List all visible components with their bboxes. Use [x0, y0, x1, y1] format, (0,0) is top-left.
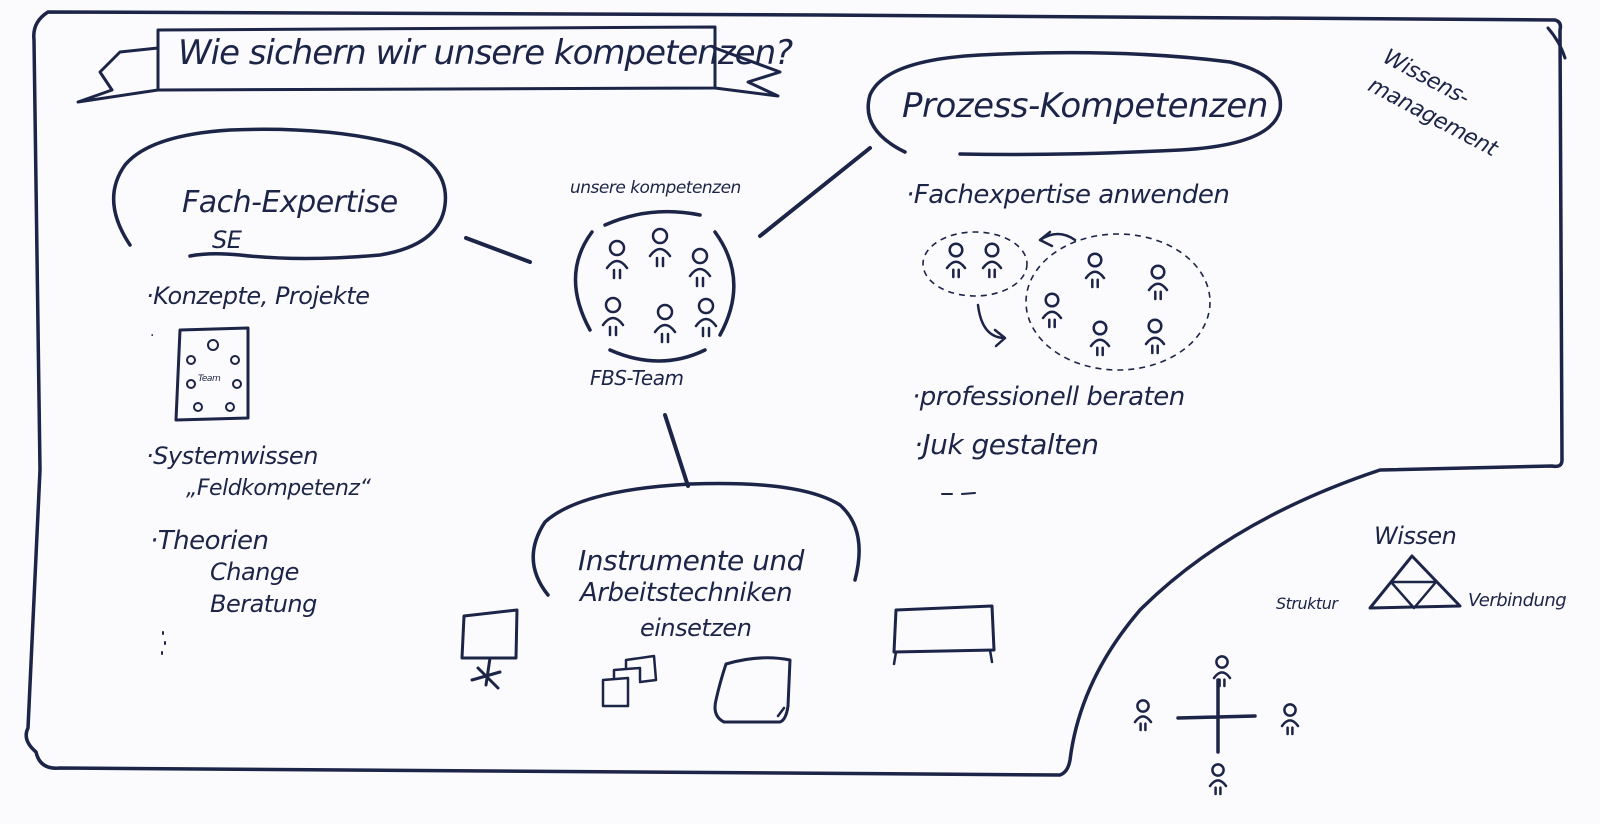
planning-board — [174, 326, 250, 422]
person-icon — [1147, 264, 1169, 301]
pinboard-icon — [892, 604, 996, 666]
flipchart-icon — [460, 608, 519, 690]
board-word: Team — [198, 374, 221, 384]
person-icon — [1089, 320, 1111, 357]
person-icon — [1280, 703, 1300, 736]
prozess-bullet-fachexpertise: ·Fachexpertise anwenden — [906, 180, 1230, 210]
fach-bullet-feldkompetenz: „Feldkompetenz“ — [186, 476, 371, 501]
fach-bullet-theorien: ·Theorien — [150, 526, 269, 556]
person-icon — [1144, 318, 1166, 355]
person-icon — [1041, 292, 1063, 329]
person-icon — [694, 297, 718, 338]
center-top-label: unsere kompetenzen — [570, 178, 741, 198]
prozess-cloud — [866, 50, 1283, 157]
instrumente-title-3: einsetzen — [640, 614, 752, 642]
prozess-bullet-juk: ·Juk gestalten — [914, 428, 1099, 461]
person-icon — [945, 242, 967, 279]
wissen-right-label: Verbindung — [1468, 590, 1567, 611]
fach-title: Fach-Expertise — [182, 185, 398, 220]
wissen-left-label: Struktur — [1276, 594, 1338, 613]
center-bottom-label: FBS-Team — [590, 366, 684, 390]
person-icon — [981, 242, 1003, 279]
title-banner — [76, 25, 782, 104]
person-icon — [648, 227, 672, 268]
person-icon — [1084, 252, 1106, 289]
ellipsis-mark — [161, 631, 166, 655]
fach-subtitle: SE — [212, 226, 242, 254]
ellipsis-mark — [941, 492, 976, 495]
person-icon — [1133, 699, 1153, 732]
connector-instrumente — [663, 413, 690, 488]
connector-fach — [464, 236, 532, 264]
fach-bullet-konzepte: ·Konzepte, Projekte — [146, 282, 370, 310]
instrumente-cloud — [531, 481, 861, 597]
fach-bullet-marker: · — [150, 328, 155, 344]
fach-cloud — [112, 127, 448, 261]
main-frame — [24, 10, 1564, 777]
prozess-groups — [922, 230, 1211, 371]
person-icon — [601, 296, 625, 337]
wissen-triangle — [1368, 554, 1462, 610]
frame-corner-mark — [1546, 26, 1567, 60]
person-icon — [688, 247, 712, 288]
fach-bullet-beratung: Beratung — [210, 590, 317, 618]
person-icon — [1208, 763, 1228, 796]
prozess-people — [945, 242, 1169, 357]
card-stack-icon — [601, 654, 658, 708]
instrumente-title-1: Instrumente und — [578, 544, 804, 577]
team-people — [601, 227, 718, 344]
page-title: Wie sichern wir unsere kompetenzen? — [178, 33, 793, 73]
person-icon — [653, 303, 677, 344]
prozess-bullet-beraten: ·professionell beraten — [912, 382, 1185, 412]
instrumente-title-2: Arbeitstechniken — [580, 578, 793, 608]
cross-people — [1133, 655, 1300, 796]
person-icon — [605, 239, 629, 280]
wissen-title: Wissen — [1374, 522, 1457, 550]
fach-bullet-systemwissen: ·Systemwissen — [146, 442, 318, 470]
team-circle — [573, 209, 736, 363]
prozess-title: Prozess-Kompetenzen — [902, 86, 1268, 126]
orientation-cross — [1176, 678, 1257, 754]
person-icon — [1212, 655, 1232, 688]
fach-bullet-change: Change — [210, 558, 299, 586]
scroll-icon — [713, 656, 792, 724]
connector-prozess — [758, 146, 872, 238]
